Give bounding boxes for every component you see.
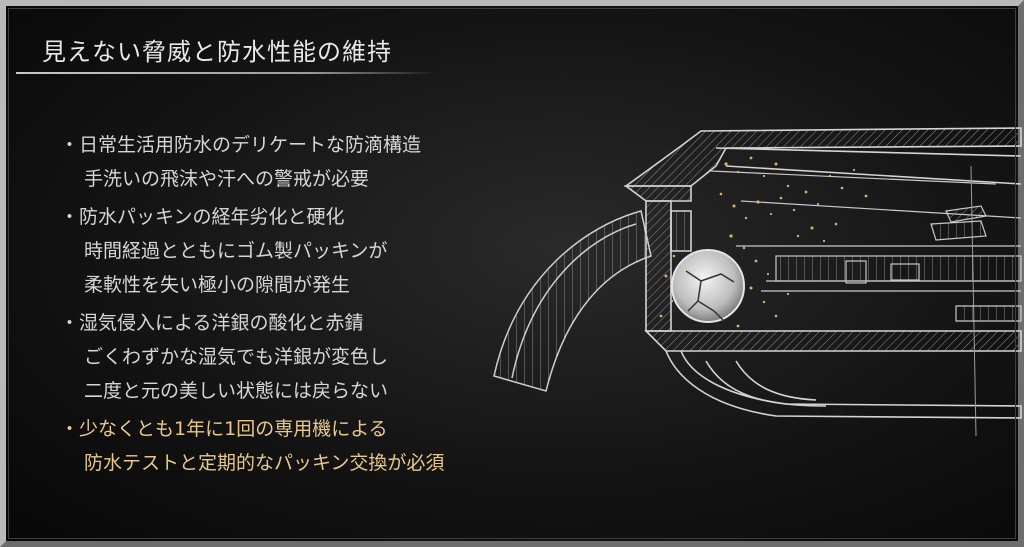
cracked-gasket xyxy=(671,249,745,323)
bullet-line: 柔軟性を失い極小の隙間が発生 xyxy=(84,274,351,296)
strap-section xyxy=(493,210,652,392)
bullet-line: 時間経過とともにゴム製パッキンが xyxy=(84,240,388,262)
bullet-line: 手洗いの飛沫や汗への警戒が必要 xyxy=(84,168,370,190)
bullet-line: 防水テストと定期的なパッキン交換が必須 xyxy=(84,452,445,474)
bullet-line: 日常生活用防水のデリケートな防滴構造 xyxy=(72,128,492,162)
bullet-line: 湿気侵入による洋銀の酸化と赤錆 xyxy=(72,306,492,340)
slide-title: 見えない脅威と防水性能の維持 xyxy=(42,38,392,66)
bullet-line: 防水パッキンの経年劣化と硬化 xyxy=(72,200,492,234)
bullet-item-highlight: 少なくとも1年に1回の専用機による 防水テストと定期的なパッキン交換が必須 xyxy=(72,412,492,480)
bullet-line: 少なくとも1年に1回の専用機による xyxy=(72,412,492,446)
moisture-particles xyxy=(659,156,868,328)
bullet-list: 日常生活用防水のデリケートな防滴構造 手洗いの飛沫や汗への警戒が必要 防水パッキ… xyxy=(72,128,492,484)
case-body xyxy=(623,127,1022,419)
bullet-item: 防水パッキンの経年劣化と硬化 時間経過とともにゴム製パッキンが 柔軟性を失い極小… xyxy=(72,200,492,302)
bullet-item: 湿気侵入による洋銀の酸化と赤錆 ごくわずかな湿気でも洋銀が変色し 二度と元の美し… xyxy=(72,306,492,408)
watch-case-cross-section-diagram xyxy=(493,127,1022,436)
bullet-line: 二度と元の美しい状態には戻らない xyxy=(84,380,389,402)
title-underline xyxy=(16,72,436,74)
crystal-and-movement xyxy=(710,165,1022,436)
bullet-line: ごくわずかな湿気でも洋銀が変色し xyxy=(84,346,389,368)
bullet-item: 日常生活用防水のデリケートな防滴構造 手洗いの飛沫や汗への警戒が必要 xyxy=(72,128,492,196)
